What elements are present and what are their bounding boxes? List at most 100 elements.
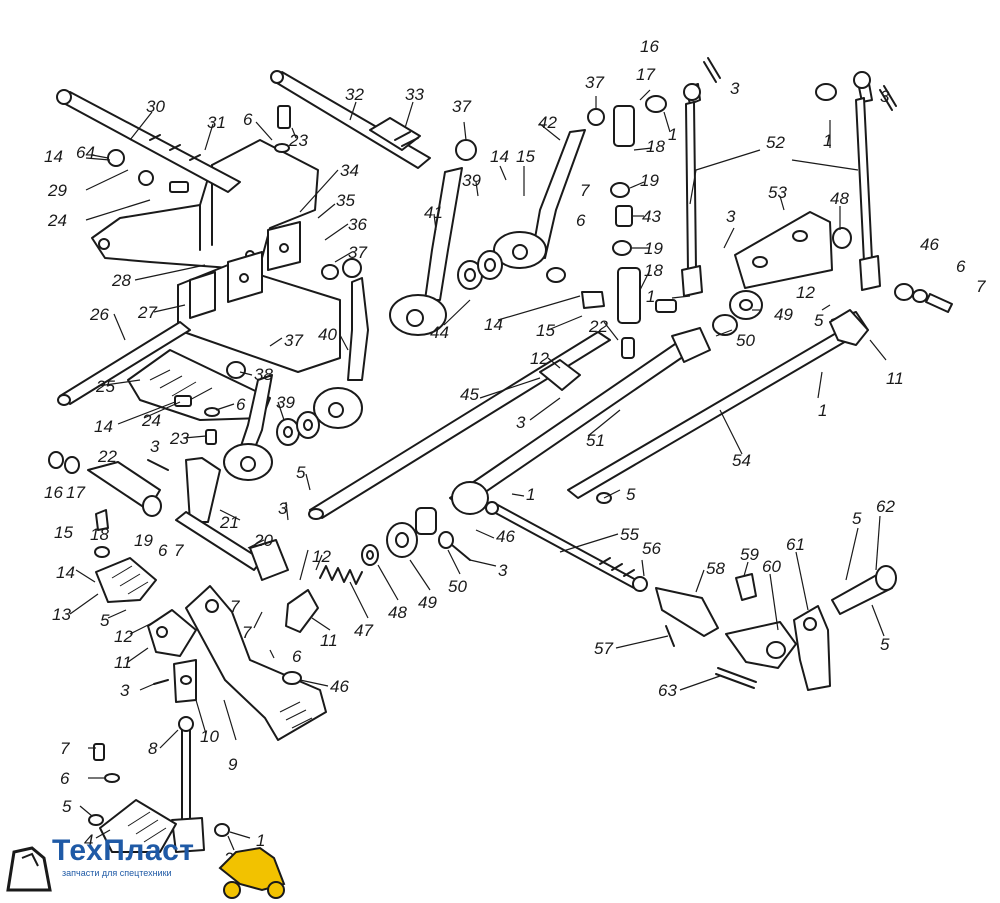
callout-3-mid2: 3 <box>278 499 288 518</box>
callout-15-center2: 15 <box>536 321 555 340</box>
callout-5-bottom: 5 <box>62 797 72 816</box>
callout-61: 61 <box>786 535 805 554</box>
clevis-58 <box>632 576 719 637</box>
logo-tagline: запчасти для спецтехники <box>62 868 172 878</box>
lever-60 <box>725 621 797 669</box>
callout-3-right: 3 <box>880 87 890 106</box>
callout-14-left2: 14 <box>56 563 75 582</box>
shaft-32-33 <box>270 70 431 169</box>
callout-57: 57 <box>594 639 613 658</box>
lever-42 <box>493 129 586 269</box>
callout-37-mid: 37 <box>348 243 367 262</box>
callout-36: 36 <box>348 215 367 234</box>
callout-21: 21 <box>219 513 239 532</box>
callout-37-left: 37 <box>284 331 303 350</box>
callout-24-top: 24 <box>47 211 67 230</box>
callout-12-left: 12 <box>114 627 133 646</box>
callout-50-right: 50 <box>736 331 755 350</box>
callout-39-top: 39 <box>462 171 481 190</box>
callout-1-bottom: 1 <box>256 831 265 850</box>
callout-31: 31 <box>207 113 226 132</box>
callout-39-left: 39 <box>276 393 295 412</box>
callout-5-shaft: 5 <box>626 485 636 504</box>
callout-14-top: 14 <box>44 147 63 166</box>
callout-55: 55 <box>620 525 639 544</box>
rod-8-clevis-2 <box>171 716 230 853</box>
callout-29: 29 <box>47 181 67 200</box>
callout-53: 53 <box>768 183 787 202</box>
callout-27: 27 <box>137 303 157 322</box>
callout-8: 8 <box>148 739 158 758</box>
callout-34: 34 <box>340 161 359 180</box>
callout-15-left: 15 <box>54 523 73 542</box>
callout-35: 35 <box>336 191 355 210</box>
callout-18-top: 18 <box>646 137 665 156</box>
callout-46-center: 46 <box>496 527 515 546</box>
callout-60: 60 <box>762 557 781 576</box>
callout-7-center: 7 <box>580 181 590 200</box>
shaft-30 <box>56 89 241 193</box>
callout-49-center: 49 <box>418 593 437 612</box>
leader-lines <box>69 89 887 851</box>
callout-6-right: 6 <box>956 257 966 276</box>
callout-50-center: 50 <box>448 577 467 596</box>
techplast-logo <box>6 846 286 899</box>
callout-59: 59 <box>740 545 759 564</box>
callout-52: 52 <box>766 133 785 152</box>
callout-51: 51 <box>586 431 605 450</box>
callout-labels: 30 31 32 33 6 23 14 64 29 24 34 35 36 37… <box>44 37 986 868</box>
logo-brand-name: ТехПласт <box>52 834 195 867</box>
callout-6-left2: 6 <box>158 541 168 560</box>
plate-53 <box>734 211 852 289</box>
callout-1-shaft: 1 <box>526 485 535 504</box>
callout-7-bottom: 7 <box>60 739 70 758</box>
callout-24-left: 24 <box>141 411 161 430</box>
callout-9: 9 <box>228 755 238 774</box>
callout-38: 38 <box>254 365 273 384</box>
callout-12-right: 12 <box>796 283 815 302</box>
callout-56: 56 <box>642 539 661 558</box>
callout-22-center: 22 <box>588 317 608 336</box>
callout-19-top: 19 <box>640 171 659 190</box>
spring-47 <box>319 565 363 585</box>
callout-5-br2: 5 <box>880 635 890 654</box>
callout-3-center: 3 <box>516 413 526 432</box>
callout-18-mid: 18 <box>644 261 663 280</box>
callout-1-center: 1 <box>646 287 655 306</box>
rod-52-right <box>853 71 881 291</box>
callout-14-center: 14 <box>490 147 509 166</box>
callout-62: 62 <box>876 497 895 516</box>
callout-41: 41 <box>424 203 443 222</box>
rod-52-left <box>681 83 703 297</box>
callout-30: 30 <box>146 97 165 116</box>
callout-1-right2: 1 <box>818 401 827 420</box>
callout-45: 45 <box>460 385 479 404</box>
callout-7-left: 7 <box>174 541 184 560</box>
callout-32: 32 <box>345 85 364 104</box>
callout-14-left: 14 <box>94 417 113 436</box>
callout-23-top: 23 <box>288 131 308 150</box>
callout-5-left: 5 <box>100 611 110 630</box>
rod-43-stack <box>587 105 641 324</box>
callout-54: 54 <box>732 451 751 470</box>
callout-11-left: 11 <box>114 653 132 672</box>
callout-16-top: 16 <box>640 37 659 56</box>
callout-17-top: 17 <box>636 65 655 84</box>
callout-6-top: 6 <box>243 110 253 129</box>
callout-5-br: 5 <box>852 509 862 528</box>
callout-37-top: 37 <box>452 97 471 116</box>
callout-3-top: 3 <box>730 79 740 98</box>
pin-59 <box>735 573 757 601</box>
washers-48-50 <box>361 507 454 566</box>
callout-46-right: 46 <box>920 235 939 254</box>
callout-16-left: 16 <box>44 483 63 502</box>
loader-bucket-icon <box>218 846 286 892</box>
lower-plate-25 <box>127 349 271 421</box>
callout-49-right: 49 <box>774 305 793 324</box>
callout-7-right: 7 <box>976 277 986 296</box>
right-washers <box>546 83 953 359</box>
lever-4 <box>88 743 177 853</box>
callout-47: 47 <box>354 621 373 640</box>
